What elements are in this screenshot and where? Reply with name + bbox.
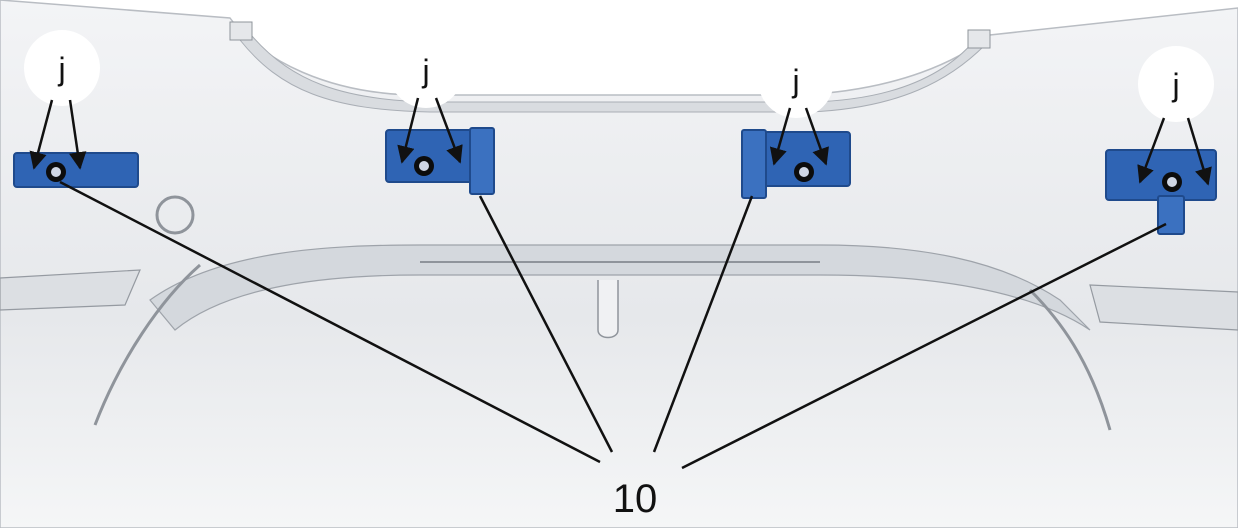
clip-label: j <box>1171 67 1179 103</box>
clip-label: j <box>421 53 429 89</box>
leader-line-3 <box>652 195 754 453</box>
sensor-bracket-4 <box>1105 149 1217 235</box>
sensor-bracket-3 <box>741 129 851 199</box>
parking-sensor-bracket-icon <box>13 152 139 188</box>
leader-line-1 <box>59 180 601 464</box>
part-number-label: 10 <box>613 477 658 521</box>
clip-callout-2: j <box>388 32 464 164</box>
clip-arrow-icon <box>1137 117 1166 184</box>
part-leader-lines <box>59 180 1167 470</box>
sensor-bracket-2 <box>385 127 495 195</box>
clip-callout-4: j <box>1137 46 1214 186</box>
clip-arrow-icon <box>68 99 87 170</box>
clip-arrow-icon <box>29 99 54 170</box>
clip-arrow-icon <box>434 97 463 164</box>
leader-line-2 <box>478 195 614 453</box>
leader-line-4 <box>681 222 1167 470</box>
clip-label: j <box>791 63 799 99</box>
sensor-bracket-1 <box>13 152 139 188</box>
clip-arrow-icon <box>1186 117 1212 186</box>
clip-callout-3: j <box>758 42 834 166</box>
clip-arrow-icon <box>804 107 829 166</box>
clip-arrow-icon <box>397 97 420 164</box>
clip-callout-1: j <box>24 30 100 170</box>
clip-label: j <box>57 51 65 87</box>
clip-arrow-icon <box>769 107 792 166</box>
